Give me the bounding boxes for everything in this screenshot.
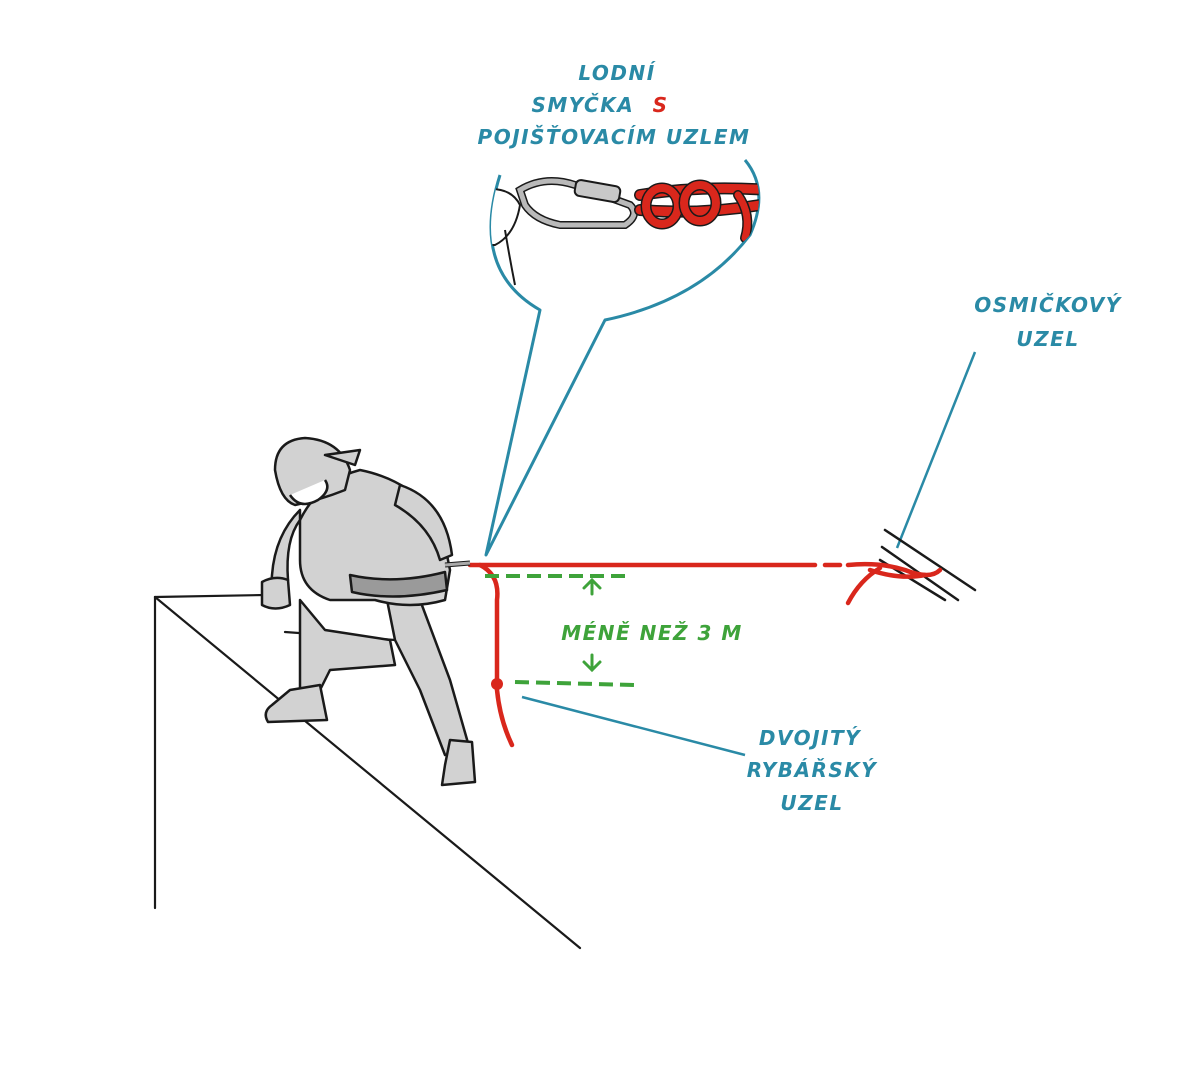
bowline-label-line2-a: SMYČKA	[531, 93, 634, 117]
firefighter-figure	[260, 436, 477, 787]
fisherman-leader-line	[521, 695, 746, 757]
fisherman-label-line2: RYBÁŘSKÝ	[747, 758, 879, 782]
bowline-knot-icon	[634, 179, 759, 243]
knot-callout-bubble	[484, 159, 761, 557]
bowline-label: LODNÍ SMYČKA S POJIŠŤOVACÍM UZLEM	[478, 61, 751, 149]
distance-measure	[485, 574, 636, 687]
figure-eight-leader-line	[895, 351, 977, 549]
vertical-rope	[477, 562, 515, 748]
bowline-label-line1: LODNÍ	[578, 61, 655, 85]
fisherman-label-line1: DVOJITÝ	[759, 726, 862, 750]
horizontal-rope	[467, 561, 943, 606]
figure-eight-label-line2: UZEL	[1016, 327, 1079, 351]
fisherman-label: DVOJITÝ RYBÁŘSKÝ UZEL	[747, 726, 879, 815]
bowline-label-line2-b: S	[653, 93, 669, 117]
carabiner-icon	[515, 177, 638, 229]
bowline-label-line3: POJIŠŤOVACÍM UZLEM	[478, 125, 751, 149]
bowline-label-line2: SMYČKA S	[531, 93, 668, 117]
distance-label: MÉNĚ NEŽ 3 M	[561, 621, 743, 645]
fisherman-label-line3: UZEL	[780, 791, 843, 815]
figure-eight-label-line1: OSMIČKOVÝ	[974, 293, 1122, 317]
figure-eight-label: OSMIČKOVÝ UZEL	[974, 293, 1122, 351]
fisherman-knot-marker	[491, 678, 503, 690]
distance-label-text: MÉNĚ NEŽ 3 M	[561, 621, 743, 645]
